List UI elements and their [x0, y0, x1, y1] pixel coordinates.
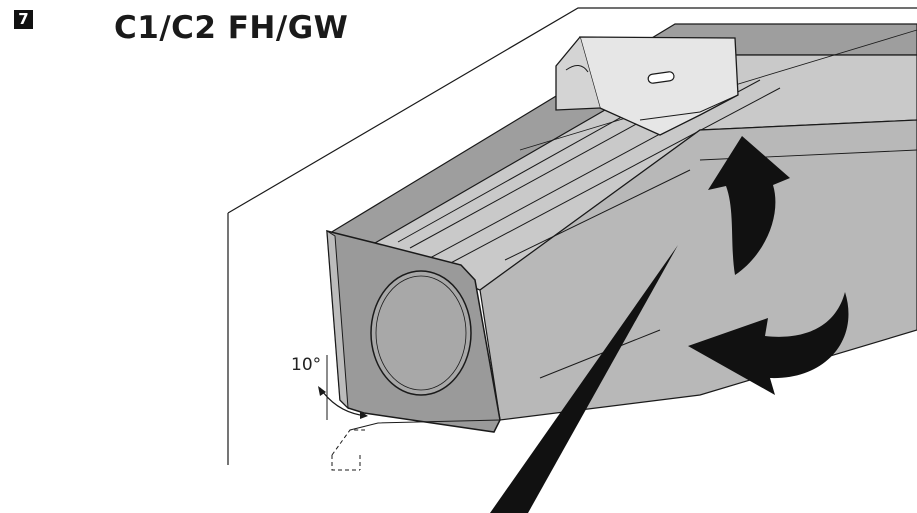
step-number-badge: 7: [14, 10, 33, 29]
mounting-shelf: [349, 419, 501, 431]
curved-arrow-back-icon: [688, 292, 849, 395]
end-cap: [326, 230, 501, 433]
profile-highlight-line: [539, 329, 661, 379]
mounting-bracket: [555, 36, 739, 136]
end-cap-plug: [370, 270, 472, 396]
bracket-slot: [647, 71, 675, 84]
page-title: C1/C2 FH/GW: [114, 10, 349, 46]
curved-arrow-up-icon: [708, 136, 790, 275]
angle-dimension: [318, 355, 368, 420]
dashed-mounting-outline: [331, 429, 365, 471]
angle-label: 10°: [291, 355, 322, 375]
wall-panel: [227, 7, 917, 465]
profile-highlight-line: [504, 169, 691, 261]
profile-groove: [444, 87, 781, 267]
pointer-wedge: [490, 245, 678, 513]
